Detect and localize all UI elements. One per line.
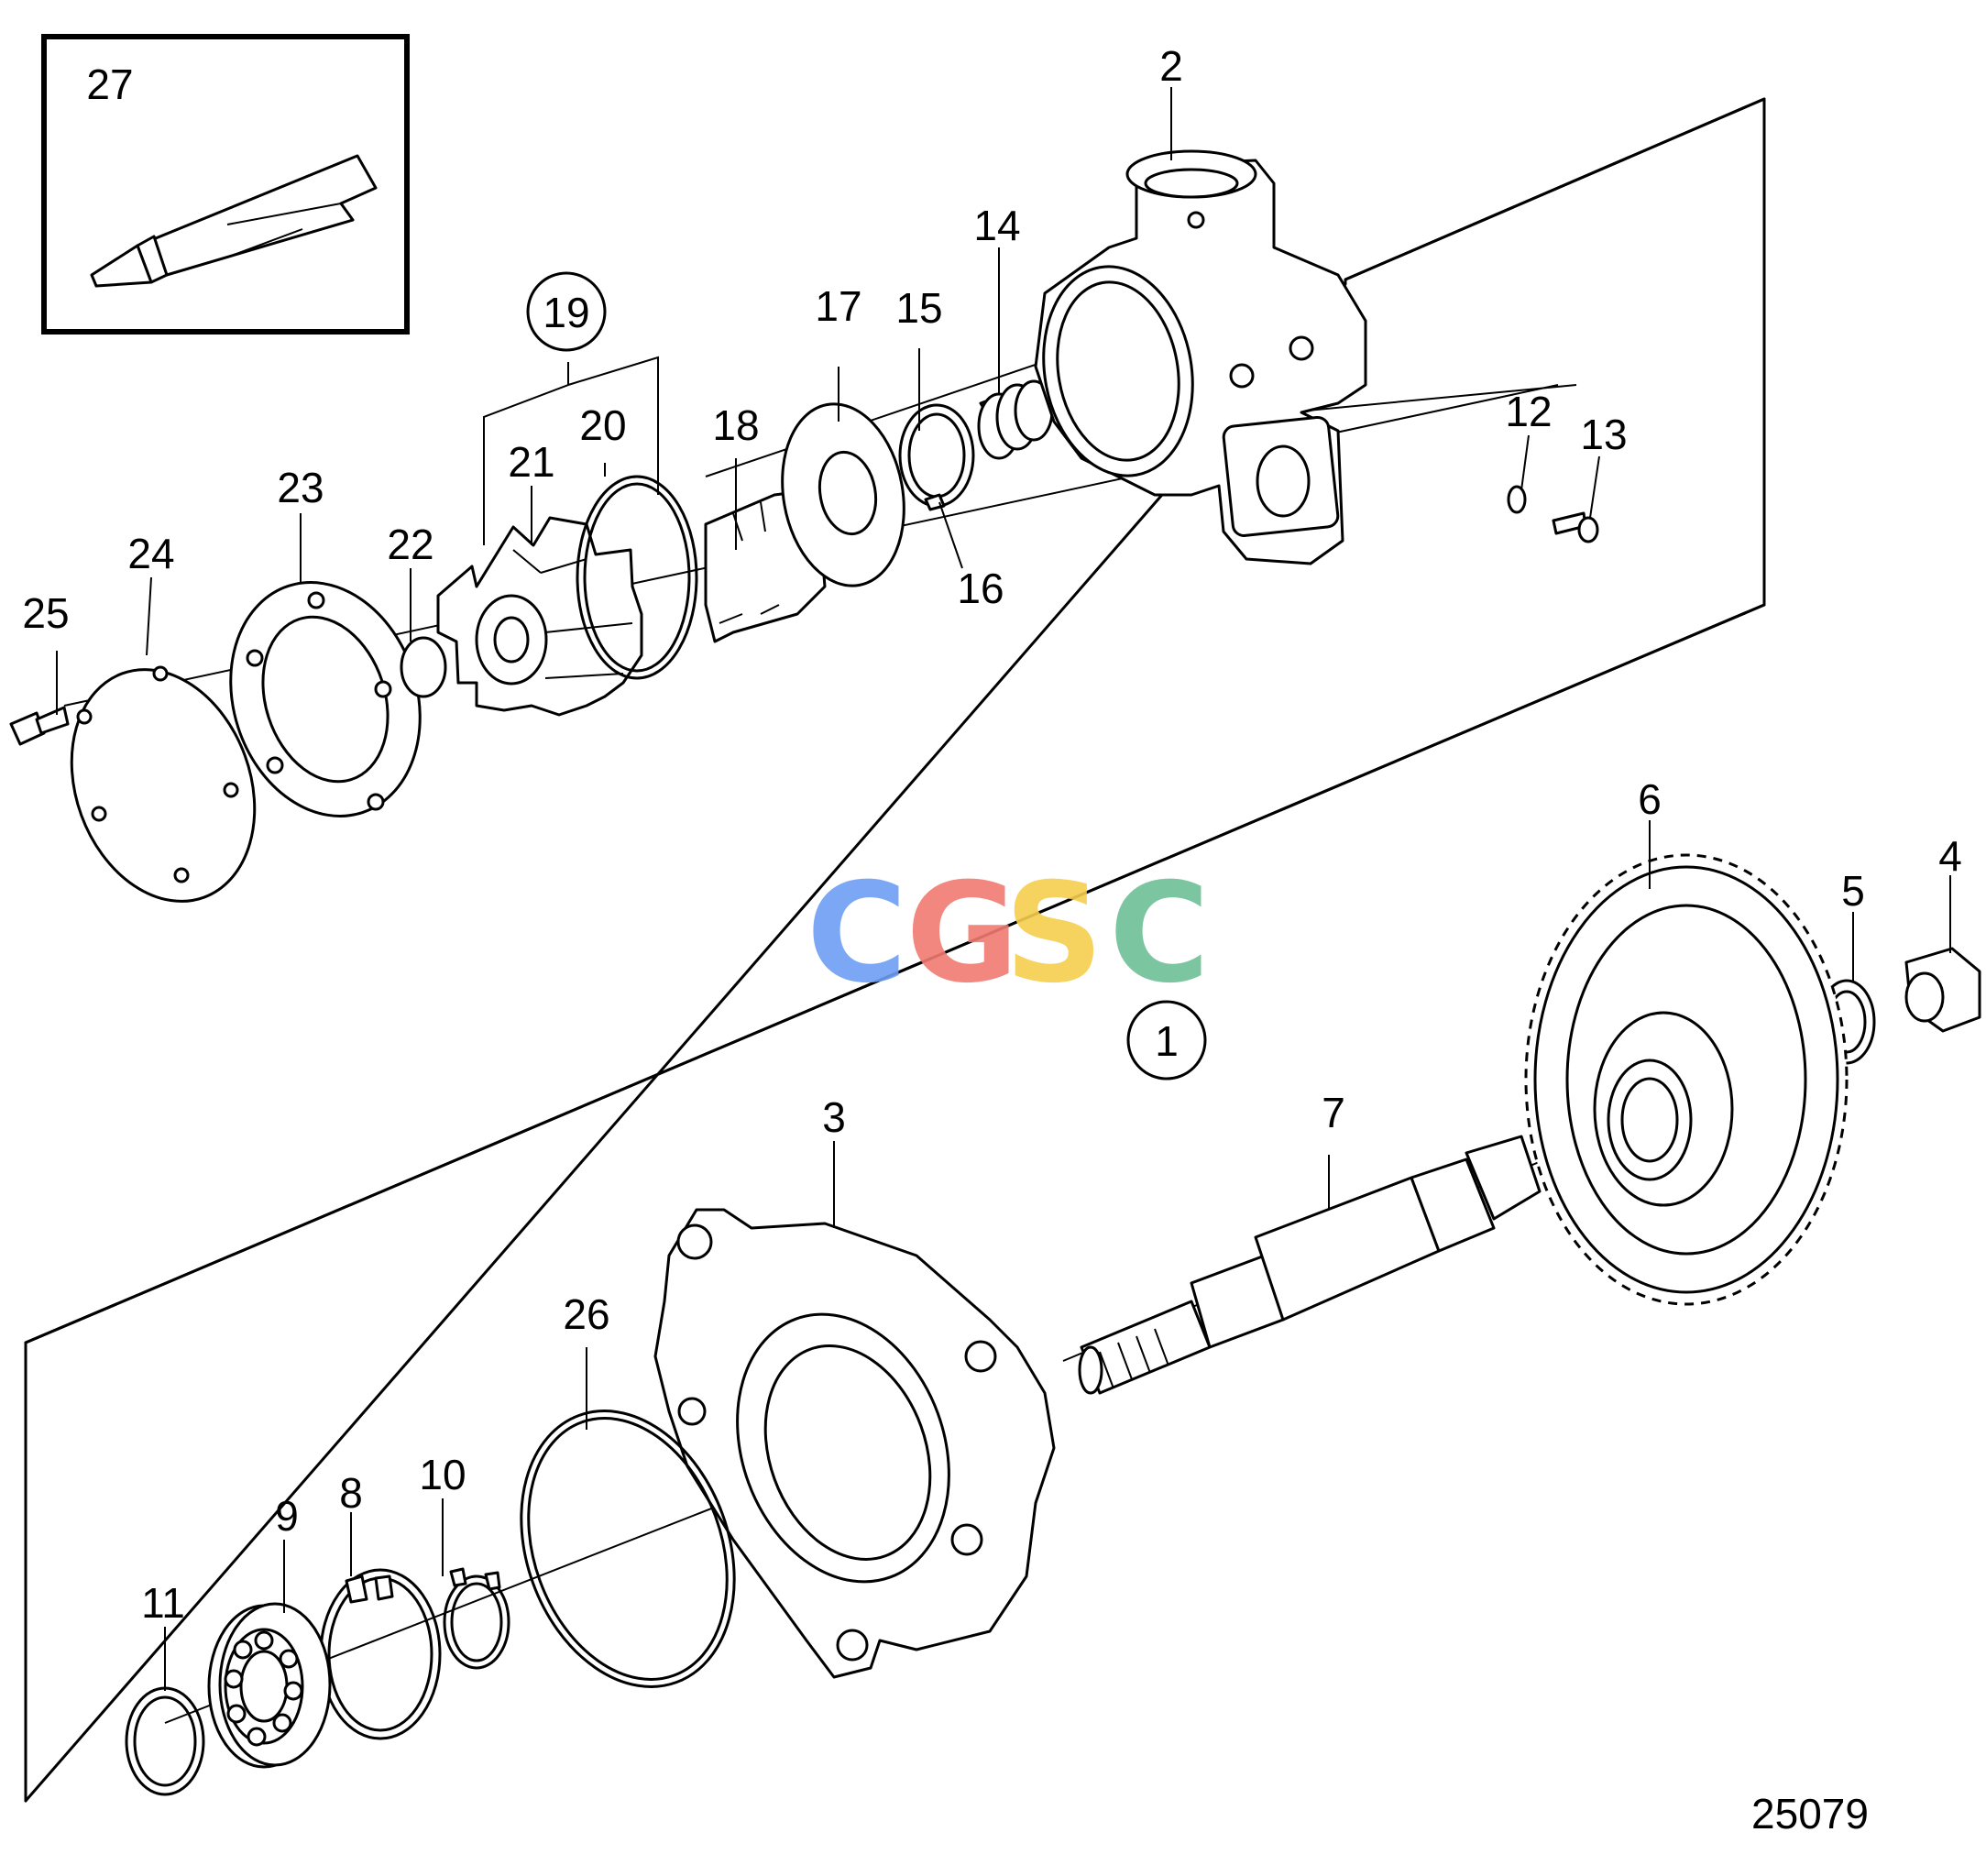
seal-22	[400, 636, 447, 698]
kit-19-circle	[526, 271, 607, 352]
callout-20: 20	[579, 401, 626, 449]
callout-8: 8	[339, 1469, 363, 1517]
seal-ring-11	[125, 1686, 205, 1796]
kit-1-frame	[24, 97, 1766, 1803]
callout-21: 21	[508, 438, 554, 486]
callout-12: 12	[1505, 388, 1552, 435]
gear-icon	[1524, 853, 1849, 1306]
washer-12	[1507, 485, 1527, 514]
callout-25: 25	[22, 589, 69, 637]
impeller-icon	[436, 516, 643, 717]
callout-17: 17	[815, 282, 861, 330]
callout-7: 7	[1322, 1089, 1345, 1136]
leader-lines	[56, 87, 1951, 1691]
watermark-letter-1: C	[806, 854, 907, 1014]
pin-16	[924, 493, 946, 511]
pump-housing-2	[1034, 149, 1367, 565]
inset-box-27	[41, 34, 410, 335]
callout-18: 18	[712, 401, 759, 449]
callout-19: 19	[543, 289, 589, 336]
callout-13: 13	[1580, 411, 1627, 458]
callout-3: 3	[822, 1093, 846, 1141]
callout-16: 16	[957, 565, 1004, 612]
callout-26: 26	[563, 1290, 609, 1338]
callout-6: 6	[1638, 775, 1662, 823]
nut-4	[1904, 947, 1981, 1033]
watermark-letter-3: S	[1004, 854, 1103, 1014]
callout-14: 14	[973, 202, 1020, 249]
callout-2: 2	[1159, 42, 1183, 90]
gasket-23	[229, 581, 422, 817]
o-ring-20	[576, 475, 698, 680]
callout-24: 24	[127, 530, 174, 577]
callout-5: 5	[1841, 867, 1865, 915]
kit-1-circle	[1126, 1000, 1207, 1081]
ring-15	[898, 403, 975, 508]
callout-22: 22	[387, 521, 433, 568]
callout-23: 23	[277, 464, 324, 511]
bearing-icon	[207, 1602, 332, 1769]
callout-10: 10	[419, 1451, 466, 1498]
callout-11: 11	[141, 1579, 185, 1627]
sealant-tube-icon	[90, 154, 378, 288]
callout-4: 4	[1938, 832, 1962, 880]
bearing-housing-3	[653, 1208, 1056, 1679]
callout-27: 27	[86, 60, 133, 108]
callout-9: 9	[275, 1492, 299, 1540]
o-ring-26	[520, 1410, 736, 1688]
shaft-7	[1078, 1135, 1542, 1395]
cover-plate-24	[70, 665, 257, 903]
shaft-seal-14	[977, 379, 1054, 460]
drawing-number: 25079	[1751, 1790, 1869, 1838]
circlip-10	[443, 1567, 510, 1670]
callout-15: 15	[895, 284, 942, 332]
bolt-icon	[9, 706, 70, 746]
wear-plate-17	[781, 402, 905, 587]
watermark-letter-4: C	[1109, 854, 1210, 1014]
watermark-letter-2: G	[905, 854, 1018, 1014]
watermark-logo: C G S C	[806, 854, 1210, 1014]
callout-1: 1	[1155, 1017, 1179, 1065]
screw-13	[1552, 511, 1599, 543]
